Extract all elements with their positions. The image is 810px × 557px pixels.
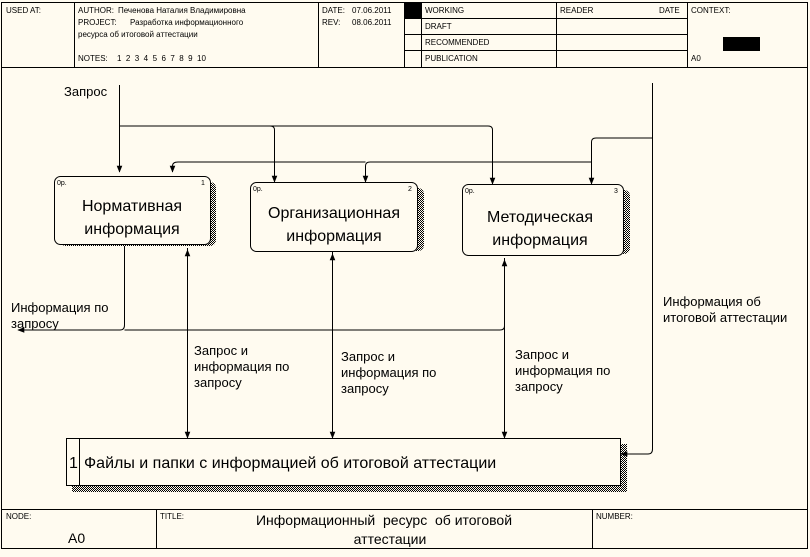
label-mid2-line1: Запрос и <box>341 349 395 364</box>
label-output-left-2: запросу <box>11 316 59 331</box>
project-line2: ресурса об итоговой аттестации <box>78 30 198 39</box>
data-store[interactable]: 1 Файлы и папки с информацией об итогово… <box>66 438 628 493</box>
used-at-label: USED AT: <box>6 6 41 15</box>
box1-title-line1: Нормативная <box>82 198 182 215</box>
arrow-output-left <box>17 246 125 333</box>
arrow-request-to-box3 <box>270 125 496 185</box>
arrow-feedback-to-box2 <box>362 161 592 183</box>
label-output-right-1: Информация об <box>663 294 761 309</box>
box3-corner-label: 0р. <box>465 188 475 195</box>
activity-box-1[interactable]: 0р. 1 Нормативная информация <box>54 176 217 247</box>
label-mid3-line1: Запрос и <box>515 347 569 362</box>
label-mid3-line3: запросу <box>515 379 563 394</box>
project-line1: Разработка информационного <box>130 18 244 27</box>
arrow-request-to-box2 <box>119 125 278 183</box>
node-value: A0 <box>68 530 85 546</box>
box2-corner-label: 0р. <box>253 186 263 193</box>
label-mid1-line3: запросу <box>194 375 242 390</box>
status-publication: PUBLICATION <box>425 54 478 63</box>
box1-title-line2: информация <box>84 221 179 238</box>
box2-number: 2 <box>408 186 412 193</box>
notes-label: NOTES: <box>78 54 108 63</box>
date-value: 07.06.2011 <box>352 6 392 15</box>
label-mid2-line3: запросу <box>341 381 389 396</box>
label-mid3-line2: информация по <box>515 363 610 378</box>
working-status-marker <box>405 3 421 18</box>
header-frame <box>1 2 808 549</box>
label-output-right-2: итоговой аттестации <box>663 310 787 325</box>
author-label: AUTHOR: <box>78 6 114 15</box>
context-node: A0 <box>691 54 701 63</box>
box3-title-line1: Методическая <box>487 209 593 226</box>
box1-number: 1 <box>201 180 205 187</box>
arrows <box>17 83 653 457</box>
box3-number: 3 <box>614 188 618 195</box>
label-mid1-line1: Запрос и <box>194 343 248 358</box>
notes-values: 1 2 3 4 5 6 7 8 9 10 <box>117 54 207 63</box>
store-number: 1 <box>69 455 78 472</box>
project-label: PROJECT: <box>78 18 117 27</box>
activity-box-3[interactable]: 0р. 3 Методическая информация <box>462 184 631 256</box>
context-label: CONTEXT: <box>691 6 731 15</box>
footer-frame <box>1 509 808 549</box>
rev-label: REV: <box>322 18 340 27</box>
label-request-input: Запрос <box>64 84 108 99</box>
store-label: Файлы и папки с информацией об итоговой … <box>84 455 496 472</box>
label-mid1-line2: информация по <box>194 359 289 374</box>
date-label: DATE: <box>322 6 345 15</box>
status-working: WORKING <box>425 6 464 15</box>
box2-title-line2: информация <box>286 228 381 245</box>
box2-title-line1: Организационная <box>268 205 400 222</box>
title-label: TITLE: <box>160 512 184 521</box>
status-recommended: RECOMMENDED <box>425 38 490 47</box>
reader-label: READER <box>560 6 594 15</box>
arrow-feedback-to-box3 <box>588 137 653 185</box>
box1-corner-label: 0р. <box>57 180 67 187</box>
label-output-left-1: Информация по <box>11 300 108 315</box>
status-draft: DRAFT <box>425 22 452 31</box>
reader-date-label: DATE <box>659 6 680 15</box>
footer-title-line1: Информационный ресурс об итоговой <box>256 512 512 528</box>
context-thumbnail <box>723 37 760 51</box>
footer-title-line2: аттестации <box>354 531 427 547</box>
author-value: Печенова Наталия Владимировна <box>118 6 246 15</box>
label-mid2-line2: информация по <box>341 365 436 380</box>
box3-title-line2: информация <box>492 232 587 249</box>
arrow-output-bus <box>124 258 505 331</box>
arrow-right-bus-to-store <box>620 83 653 457</box>
node-label: NODE: <box>6 512 31 521</box>
activity-box-2[interactable]: 0р. 2 Организационная информация <box>250 182 425 252</box>
number-label: NUMBER: <box>596 512 633 521</box>
arrow-feedback-to-box1 <box>169 161 366 173</box>
rev-value: 08.06.2011 <box>352 18 392 27</box>
